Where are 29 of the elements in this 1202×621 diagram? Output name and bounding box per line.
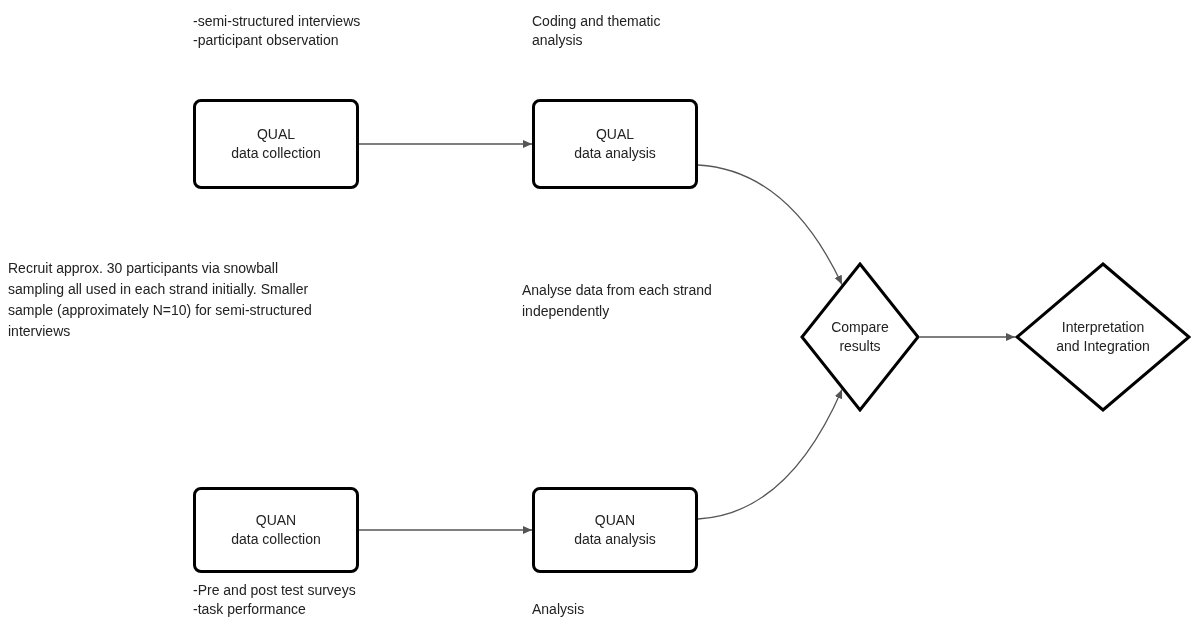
node-text: data collection (231, 530, 321, 549)
process-box (532, 99, 698, 189)
node-text: Interpretation and Integration (1055, 318, 1151, 356)
annotation-text: Analysis (532, 600, 586, 619)
process-box (532, 487, 698, 573)
node-text: Compare results (830, 318, 890, 356)
node-text: data collection (231, 144, 321, 163)
annotation-text: -semi-structured interviews (193, 12, 362, 31)
process-box (193, 99, 359, 189)
arrow (697, 164, 843, 286)
node-text: QUAN (594, 511, 636, 530)
decision-diamond (1015, 262, 1191, 412)
annotation-text: -Pre and post test surveys (193, 581, 357, 600)
arrow (358, 526, 533, 534)
arrow (358, 140, 533, 148)
node-text: QUAL (595, 125, 635, 144)
decision-diamond (800, 262, 920, 412)
process-box (193, 487, 359, 573)
node-text: QUAL (256, 125, 296, 144)
arrow (919, 333, 1016, 341)
node-text: data analysis (574, 144, 656, 163)
annotation-text: -task performance (193, 600, 307, 619)
annotation-text: Coding and thematic analysis (532, 12, 662, 50)
note-text: Analyse data from each strand independently (522, 281, 713, 321)
arrow (697, 388, 843, 520)
annotation-text: -participant observation (193, 31, 340, 50)
note-text: Recruit approx. 30 participants via snowball sampling all used in each strand initially. Smaller sample (approximately N=10) for semi-structured interviews (8, 259, 313, 341)
node-text: QUAN (255, 511, 297, 530)
node-text: data analysis (574, 530, 656, 549)
